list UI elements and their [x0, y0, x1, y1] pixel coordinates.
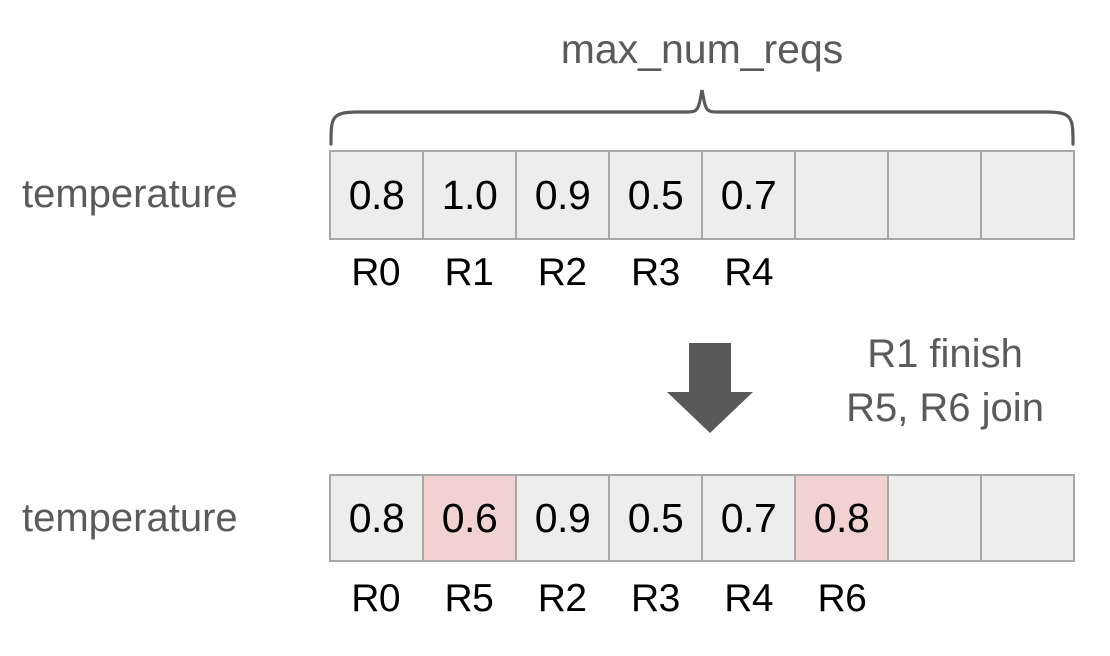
- array-cell: 0.8: [331, 476, 424, 560]
- request-id-label: R5: [444, 577, 494, 620]
- request-id-label: [982, 251, 1075, 295]
- array-cell: [982, 152, 1073, 238]
- request-id-label: R2: [537, 251, 587, 294]
- before-row-label: temperature: [22, 172, 238, 216]
- request-id-label: R4: [724, 251, 774, 294]
- after-array: 0.8 0.6 0.9 0.5 0.7 0.8: [329, 474, 1075, 562]
- array-cell: 0.9: [517, 476, 610, 560]
- array-cell: [889, 476, 982, 560]
- request-id-label: R4: [724, 577, 774, 620]
- transition-note-line: R1 finish: [867, 332, 1023, 376]
- array-cell: [796, 152, 889, 238]
- after-request-ids: R0 R5 R2 R3 R4 R6: [329, 577, 1075, 621]
- request-id-label: [795, 251, 888, 295]
- array-cell: [889, 152, 982, 238]
- down-arrow-icon: [667, 343, 753, 433]
- before-array: 0.8 1.0 0.9 0.5 0.7: [329, 150, 1075, 240]
- request-id-label: R6: [817, 577, 867, 620]
- array-cell: [982, 476, 1073, 560]
- array-cell: 0.9: [517, 152, 610, 238]
- before-request-ids: R0 R1 R2 R3 R4: [329, 251, 1075, 295]
- transition-note: R1 finish R5, R6 join: [800, 327, 1090, 435]
- after-row-label: temperature: [22, 496, 238, 540]
- transition-note-line: R5, R6 join: [846, 386, 1044, 430]
- array-cell: 0.8: [331, 152, 424, 238]
- array-cell: 0.7: [703, 476, 796, 560]
- array-cell: 1.0: [424, 152, 517, 238]
- array-cell: 0.7: [703, 152, 796, 238]
- request-id-label: [982, 577, 1075, 621]
- array-cell: 0.5: [610, 476, 703, 560]
- request-id-label: R1: [444, 251, 494, 294]
- max-num-reqs-caption: max_num_reqs: [560, 26, 844, 72]
- request-id-label: R3: [630, 577, 680, 620]
- span-brace-icon: [329, 89, 1075, 146]
- array-cell-highlighted: 0.8: [796, 476, 889, 560]
- request-id-label: [889, 251, 982, 295]
- request-id-label: R0: [351, 251, 401, 294]
- request-id-label: [889, 577, 982, 621]
- array-cell-highlighted: 0.6: [424, 476, 517, 560]
- request-id-label: R2: [537, 577, 587, 620]
- array-cell: 0.5: [610, 152, 703, 238]
- request-id-label: R3: [630, 251, 680, 294]
- request-id-label: R0: [351, 577, 401, 620]
